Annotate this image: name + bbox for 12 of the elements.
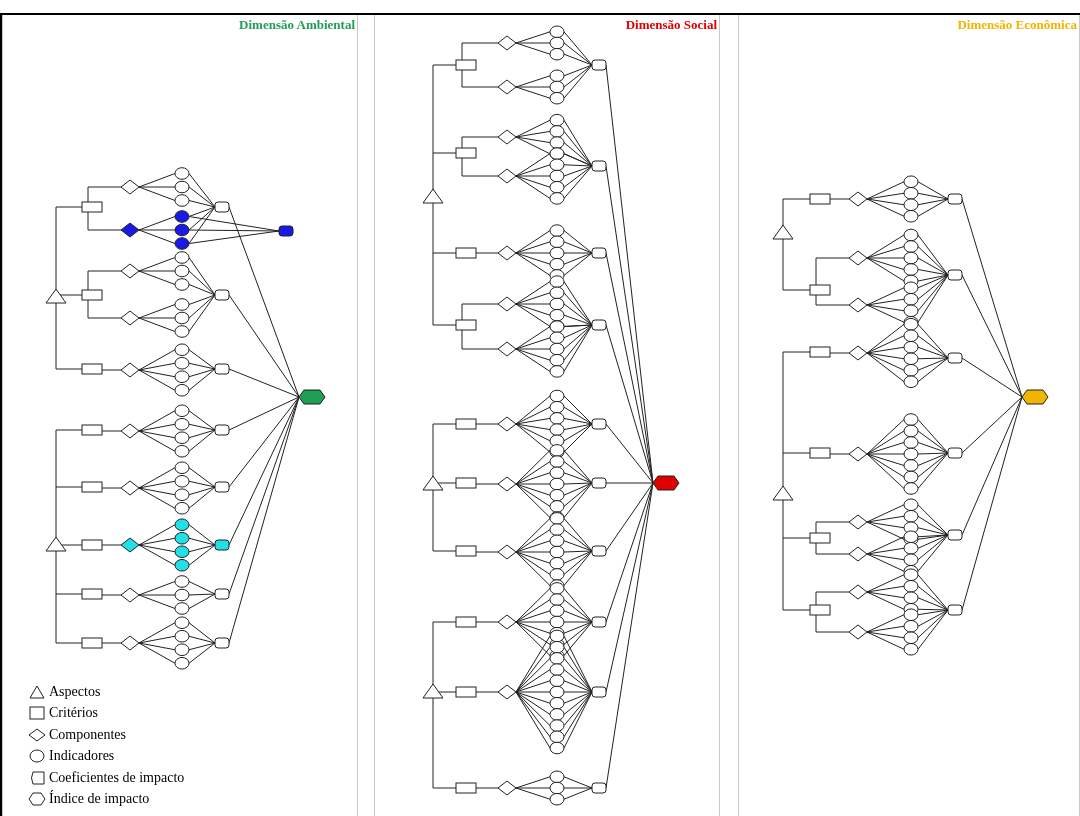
legend-label: Componentes [49, 726, 126, 743]
legend-label: Índice de impacto [49, 791, 150, 808]
panel-title: Dimensão Ambiental [239, 17, 355, 33]
dimension-panel [738, 15, 1080, 816]
legend-label: Indicadores [49, 748, 115, 765]
panel-title: Dimensão Econômica [957, 17, 1077, 33]
dimension-panel [374, 15, 720, 816]
legend-label: Critérios [49, 705, 98, 722]
dimension-panel [2, 15, 358, 816]
legend-label: Aspectos [49, 683, 101, 700]
legend-label: Coeficientes de impacto [49, 769, 185, 786]
panel-title: Dimensão Social [625, 17, 717, 33]
